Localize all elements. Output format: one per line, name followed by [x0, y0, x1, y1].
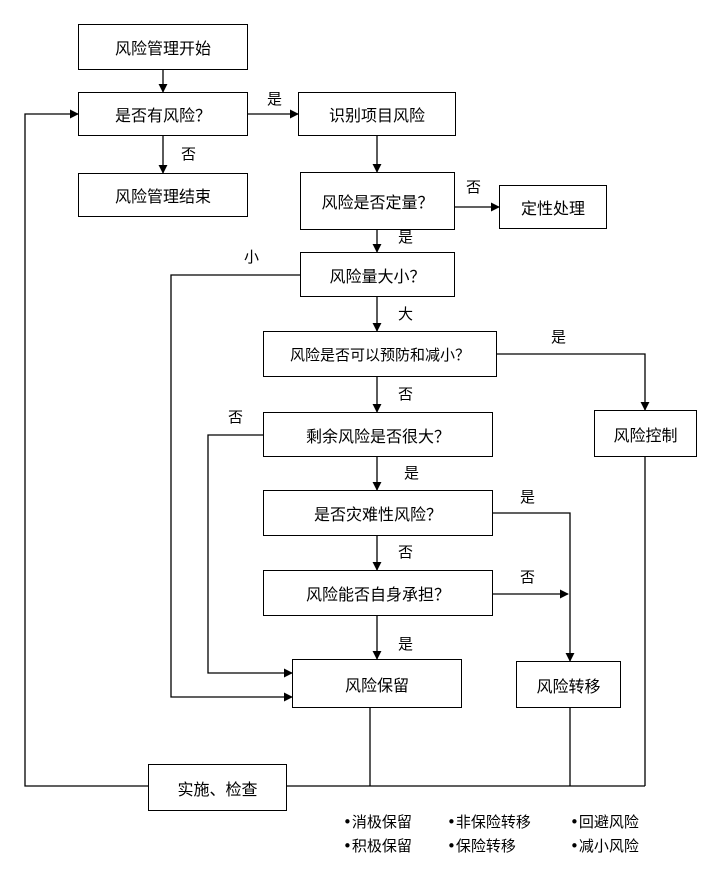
label-large: 大 [398, 305, 414, 323]
box-qualitative: 定性处理 [499, 185, 607, 229]
label-yes-identify: 是 [267, 90, 283, 108]
label-yes-transfer: 是 [520, 488, 536, 506]
label-yes-retain: 是 [398, 635, 414, 653]
box-quantified: 风险是否定量？ [300, 172, 455, 230]
box-implement: 实施、检查 [148, 764, 287, 811]
label-no-retain-residual: 否 [228, 408, 244, 426]
note-insurance-transfer: •保险转移 [447, 837, 516, 855]
label-no-qualitative: 否 [466, 178, 482, 196]
note-passive-retention: •消极保留 [343, 813, 412, 831]
label-yes-size: 是 [398, 228, 414, 246]
label-no-transfer: 否 [520, 568, 536, 586]
label-no-residual: 否 [398, 385, 414, 403]
note-non-insurance-transfer: •非保险转移 [447, 813, 531, 831]
box-start: 风险管理开始 [78, 24, 248, 70]
label-no-end: 否 [181, 145, 197, 163]
box-transfer: 风险转移 [516, 661, 621, 708]
label-yes-control: 是 [551, 328, 567, 346]
note-active-retention: •积极保留 [343, 837, 412, 855]
label-no-self-bear: 否 [398, 543, 414, 561]
box-end: 风险管理结束 [78, 173, 248, 217]
box-self-bear: 风险能否自身承担？ [263, 570, 493, 616]
arrow-size-small-to-retain [170, 274, 300, 702]
arrow-catastrophic-to-transfer [493, 512, 575, 662]
box-size: 风险量大小？ [300, 252, 455, 297]
label-small: 小 [244, 248, 260, 266]
box-control: 风险控制 [594, 410, 697, 457]
label-yes-catastrophic: 是 [404, 464, 420, 482]
box-identify: 识别项目风险 [298, 92, 456, 136]
arrow-preventable-to-control [497, 353, 650, 411]
box-catastrophic: 是否灾难性风险？ [263, 490, 493, 536]
box-retain: 风险保留 [292, 659, 462, 708]
arrow-implement-to-has-risk [24, 109, 148, 787]
note-reduce-risk: •减小风险 [570, 837, 639, 855]
box-residual: 剩余风险是否很大？ [263, 412, 493, 457]
box-has-risk: 是否有风险？ [78, 92, 248, 136]
note-avoid-risk: •回避风险 [570, 813, 639, 831]
arrow-residual-no-to-retain [207, 434, 293, 678]
box-preventable: 风险是否可以预防和减小？ [263, 331, 497, 377]
